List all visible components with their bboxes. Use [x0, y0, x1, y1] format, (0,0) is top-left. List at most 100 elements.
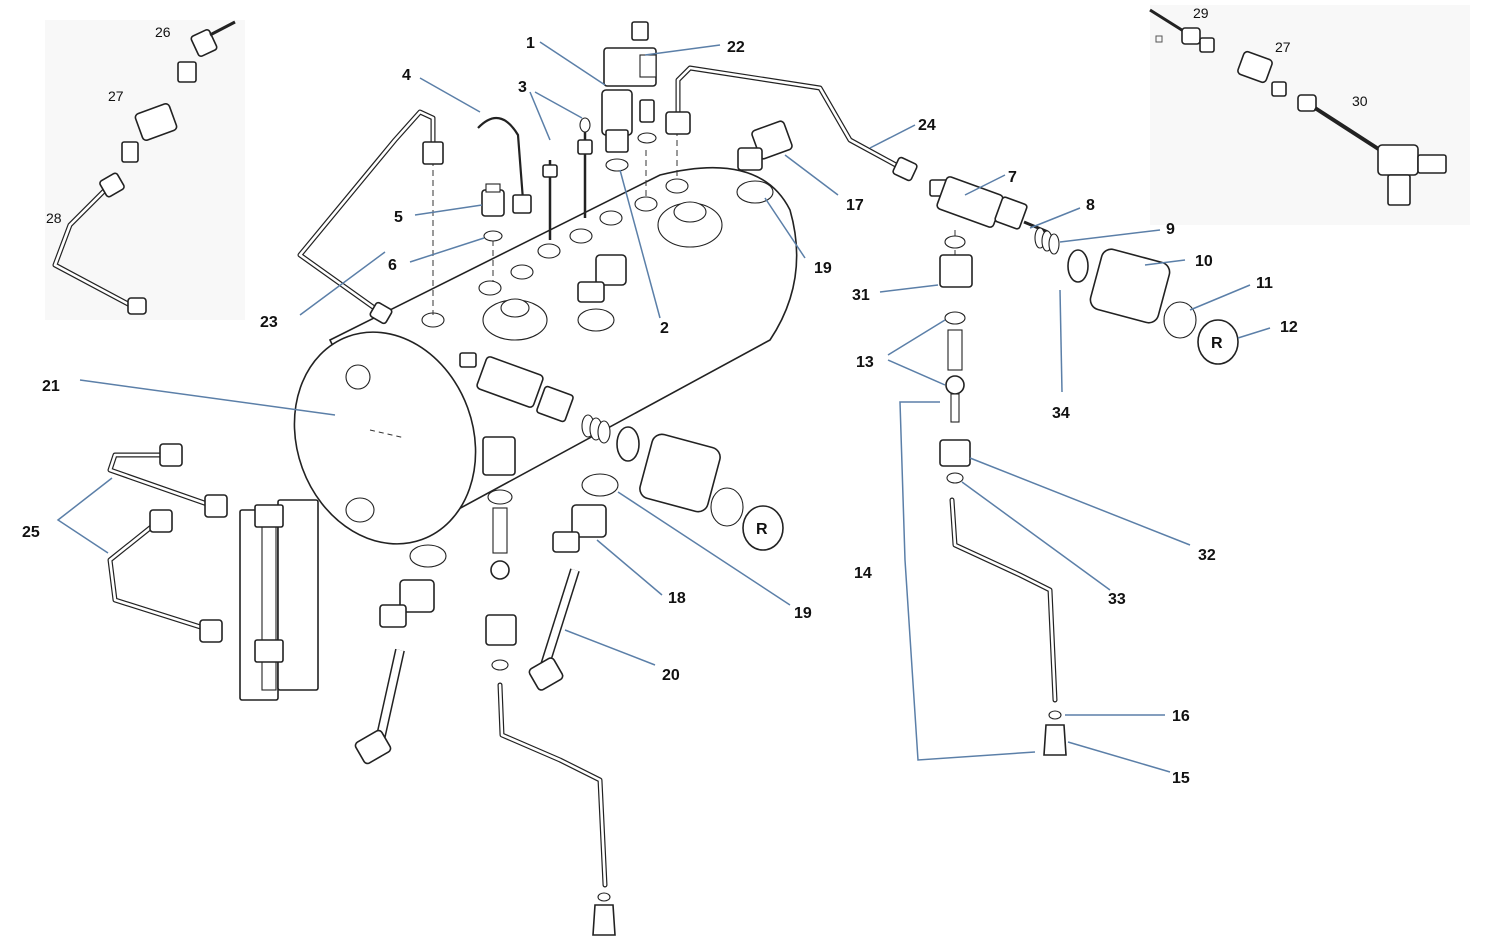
label-10: 10 [1195, 253, 1213, 270]
ring-11 [1163, 301, 1197, 339]
oring-16 [1048, 710, 1062, 720]
tank-port-upper [345, 364, 371, 390]
tee-left [476, 356, 544, 408]
boiler-tank-21 [293, 166, 798, 545]
knob-10 [1089, 248, 1171, 324]
solenoid-22 [603, 21, 657, 144]
tube-4 [477, 117, 532, 214]
fitting-inset-right-a [1271, 81, 1287, 97]
label-17: 17 [846, 197, 864, 214]
label-27-right: 27 [1275, 39, 1291, 55]
small-square-marker [1155, 35, 1163, 43]
fitting-inset-left-b [177, 61, 197, 83]
inset-top-left [45, 20, 245, 320]
label-9: 9 [1166, 221, 1175, 238]
part-labels: 1 2 3 4 5 6 7 8 9 10 11 12 13 14 15 16 1… [22, 5, 1368, 787]
washer-6 [483, 230, 503, 242]
tank-port-lower [345, 497, 375, 523]
elbow-18-tube-20 [528, 473, 619, 691]
label-7: 7 [1008, 169, 1017, 186]
nut-34 [1067, 249, 1089, 283]
washer-19-top [736, 180, 774, 204]
label-21: 21 [42, 378, 60, 395]
tip-left [592, 904, 616, 936]
label-33: 33 [1108, 591, 1126, 608]
label-27-left: 27 [108, 88, 124, 104]
nut-24-top [665, 111, 691, 135]
pipe-26-stub [209, 20, 236, 37]
label-19-top: 19 [814, 260, 832, 277]
steam-valve-assembly-right: R [929, 176, 1239, 756]
nut-28-top [99, 172, 125, 198]
cap-left-emblem: R [756, 521, 768, 538]
label-29: 29 [1193, 5, 1209, 21]
washer-19-mid [581, 473, 619, 497]
label-20: 20 [662, 667, 680, 684]
inset-top-left-background [45, 20, 245, 320]
tank-port-c [510, 264, 534, 280]
label-26: 26 [155, 24, 171, 40]
tank-port-e [569, 228, 593, 244]
pressure-valve-1 [601, 89, 633, 172]
label-1: 1 [526, 35, 535, 52]
label-32: 32 [1198, 547, 1216, 564]
fitting-31 [939, 254, 973, 288]
fitting-inset-left-a [121, 141, 139, 163]
label-31: 31 [852, 287, 870, 304]
spring-13 [947, 329, 963, 371]
valve-5 [481, 183, 505, 242]
label-8: 8 [1086, 197, 1095, 214]
nut-32 [939, 439, 971, 467]
tank-port-h [665, 178, 689, 194]
nut-30 [1297, 94, 1317, 112]
tee-27-inset-left [134, 103, 178, 141]
label-2: 2 [660, 320, 669, 337]
tank-port-g [634, 196, 658, 212]
tank-center-mark [369, 429, 406, 439]
label-6: 6 [388, 257, 397, 274]
label-4: 4 [402, 67, 411, 84]
fitting-inset-right-b [1417, 154, 1447, 174]
fitting-23 [422, 141, 444, 165]
nut-28-end [127, 297, 147, 315]
label-5: 5 [394, 209, 403, 226]
nut-26 [190, 28, 218, 58]
label-34: 34 [1052, 405, 1070, 422]
label-12: 12 [1280, 319, 1298, 336]
elbow-lower-left [354, 544, 447, 765]
elbow-22 [631, 21, 649, 41]
label-3: 3 [518, 79, 527, 96]
tank-port-b [478, 280, 502, 296]
elbow-mid [577, 254, 627, 332]
ball-13 [945, 375, 965, 395]
tank-end-cap [293, 331, 477, 545]
probes-3 [542, 117, 593, 240]
fitting-22-lower [639, 99, 655, 123]
spring-left [581, 414, 611, 444]
fitting-4 [512, 194, 532, 214]
tank-port-d [537, 243, 561, 259]
label-18: 18 [668, 590, 686, 607]
pipe-23 [297, 109, 444, 325]
elbow-17 [736, 120, 793, 204]
nut-24-end [892, 156, 918, 182]
label-22: 22 [727, 39, 745, 56]
cap-12-emblem: R [1211, 335, 1223, 352]
sight-glass-assembly-25 [107, 443, 319, 701]
label-23: 23 [260, 314, 278, 331]
fitting-inset-right-c [1387, 174, 1411, 206]
tee-inset-right [1377, 144, 1419, 176]
nut-29 [1181, 27, 1201, 45]
pipe-24 [665, 65, 918, 182]
stem-8 [1023, 220, 1049, 234]
tank-port-a [421, 312, 445, 328]
nut-23 [369, 301, 393, 325]
wand-14 [949, 497, 1058, 703]
cap-left [742, 505, 784, 551]
washer-2 [605, 158, 629, 172]
label-15: 15 [1172, 770, 1190, 787]
cap-12 [1197, 319, 1239, 365]
label-16: 16 [1172, 708, 1190, 725]
